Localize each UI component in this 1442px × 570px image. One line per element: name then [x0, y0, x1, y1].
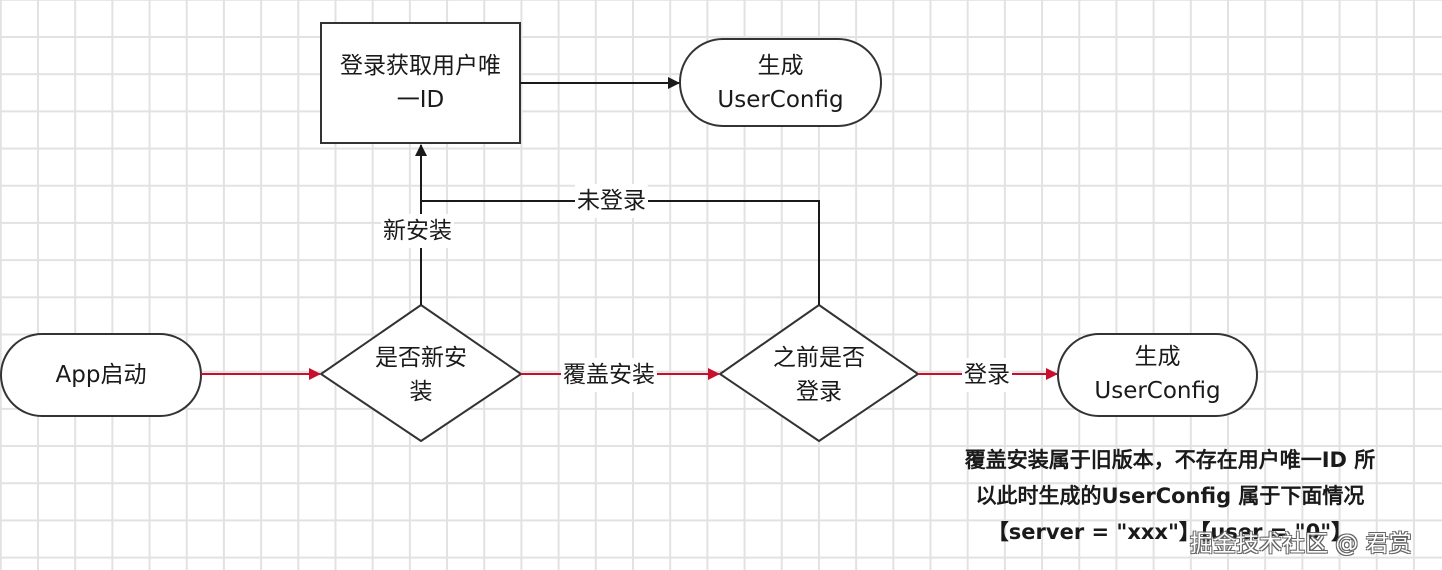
node-is-new-install-shape[interactable] — [319, 303, 523, 443]
node-gen-config-right-label: 生成 UserConfig — [1058, 340, 1257, 408]
node-gen-config-right-line-1: 生成 — [1134, 344, 1181, 370]
node-app-start-label: App启动 — [1, 358, 201, 392]
annotation-note-line-3: 【server = "xxx"】【user = "0"】 — [987, 520, 1353, 544]
annotation-note: 覆盖安装属于旧版本，不存在用户唯一ID 所 以此时生成的UserConfig 属… — [900, 442, 1440, 550]
node-app-start-line-1: App启动 — [55, 362, 147, 388]
node-gen-config-top-line-2: UserConfig — [717, 87, 844, 113]
node-is-new-install-label: 是否新安 装 — [341, 341, 501, 409]
node-was-logged-in-line-1: 之前是否 — [773, 345, 865, 371]
node-gen-config-top-label: 生成 UserConfig — [680, 49, 881, 117]
edge-label-logged-in: 登录 — [962, 358, 1012, 392]
node-login-get-uid-line-1: 登录获取用户唯 — [340, 53, 501, 79]
node-gen-config-top-line-1: 生成 — [757, 53, 804, 79]
node-is-new-install-line-1: 是否新安 — [375, 345, 467, 371]
node-was-logged-in-shape[interactable] — [718, 303, 920, 443]
edge-label-not-logged-in: 未登录 — [575, 184, 648, 218]
node-login-get-uid-shape[interactable] — [320, 22, 521, 144]
node-is-new-install-line-2: 装 — [409, 379, 433, 405]
node-gen-config-top-shape[interactable] — [679, 38, 882, 127]
node-gen-config-right-shape[interactable] — [1057, 333, 1258, 417]
annotation-note-line-2: 以此时生成的UserConfig 属于下面情况 — [975, 484, 1365, 508]
node-was-logged-in-line-2: 登录 — [796, 379, 842, 405]
node-gen-config-right-line-2: UserConfig — [1094, 378, 1221, 404]
node-was-logged-in-label: 之前是否 登录 — [739, 341, 899, 409]
node-login-get-uid-label: 登录获取用户唯 一ID — [321, 49, 520, 117]
node-login-get-uid-line-2: 一ID — [396, 87, 445, 113]
edge-label-overwrite-install: 覆盖安装 — [561, 358, 657, 392]
annotation-note-line-1: 覆盖安装属于旧版本，不存在用户唯一ID 所 — [964, 448, 1376, 472]
watermark: 掘金技术社区 @ 君赏 — [1190, 531, 1412, 557]
edge-was-logged-in-to-login[interactable] — [421, 200, 820, 305]
edge-label-new-install: 新安装 — [381, 214, 454, 248]
